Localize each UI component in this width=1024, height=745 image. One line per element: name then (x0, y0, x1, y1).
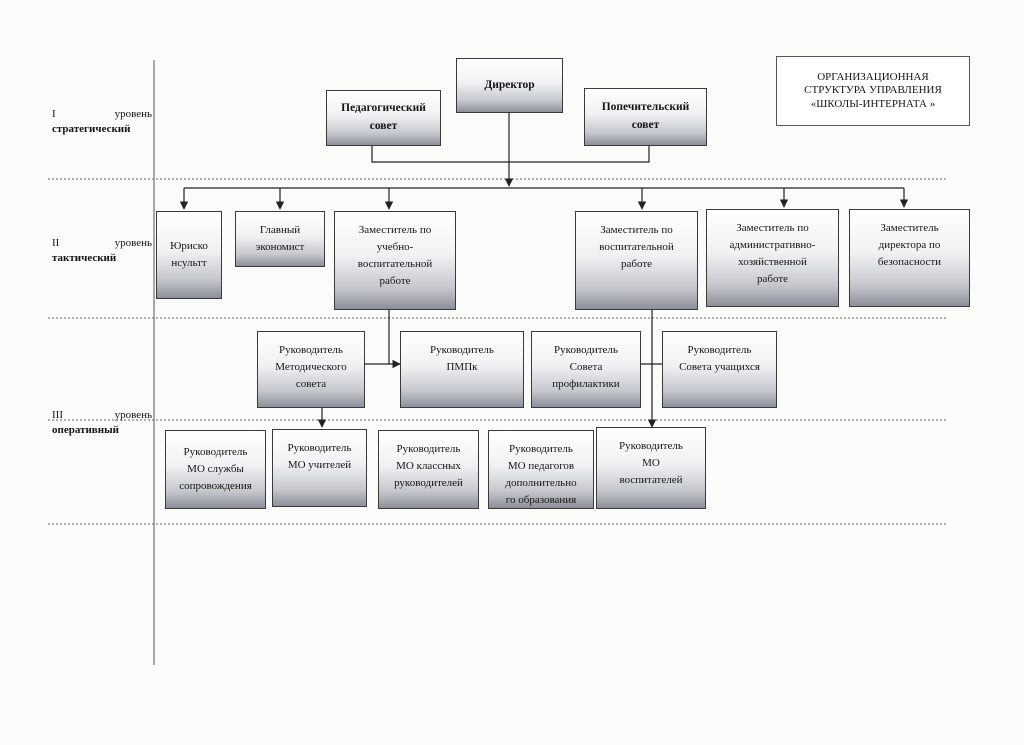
node-deputy-security: Заместитель директора по безопасности (849, 209, 970, 307)
node-head-students: Руководитель Совета учащихся (662, 331, 777, 408)
node-mo-teachers: Руководитель МО учителей (272, 429, 367, 507)
level-kind: стратегический (52, 122, 131, 135)
node-deputy-edu: Заместитель по учебно- воспитательной ра… (334, 211, 456, 310)
level-numeral: III (52, 409, 63, 421)
diagram-title: ОРГАНИЗАЦИОННАЯ СТРУКТУРА УПРАВЛЕНИЯ «ШК… (776, 56, 970, 126)
level-numeral: II (52, 237, 60, 249)
level-label-2: II уровень тактический (52, 236, 152, 266)
node-ped-council: Педагогический совет (326, 90, 441, 146)
node-head-pmpk: Руководитель ПМПк (400, 331, 524, 408)
node-mo-support: Руководитель МО службы сопровождения (165, 430, 266, 509)
level-word: уровень (114, 108, 152, 120)
level-numeral: I (52, 108, 56, 120)
node-deputy-upbringing: Заместитель по воспитательной работе (575, 211, 698, 310)
node-head-prevention: Руководитель Совета профилактики (531, 331, 641, 408)
level-word: уровень (114, 409, 152, 421)
level-label-3: III уровень оперативный (52, 408, 152, 438)
level-kind: тактический (52, 251, 117, 264)
node-director: Директор (456, 58, 563, 113)
node-chief-economist: Главный экономист (235, 211, 325, 267)
node-mo-additional: Руководитель МО педагогов дополнительно … (488, 430, 594, 509)
node-trustee-council: Попечительский совет (584, 88, 707, 146)
node-lawyer: Юриско нсультт (156, 211, 222, 299)
node-mo-educators: Руководитель МО воспитателей (596, 427, 706, 509)
node-head-method: Руководитель Методического совета (257, 331, 365, 408)
level-word: уровень (114, 237, 152, 249)
node-mo-class: Руководитель МО классных руководителей (378, 430, 479, 509)
level-kind: оперативный (52, 423, 119, 436)
node-deputy-admin: Заместитель по административно- хозяйств… (706, 209, 839, 307)
council-connector (371, 146, 650, 163)
